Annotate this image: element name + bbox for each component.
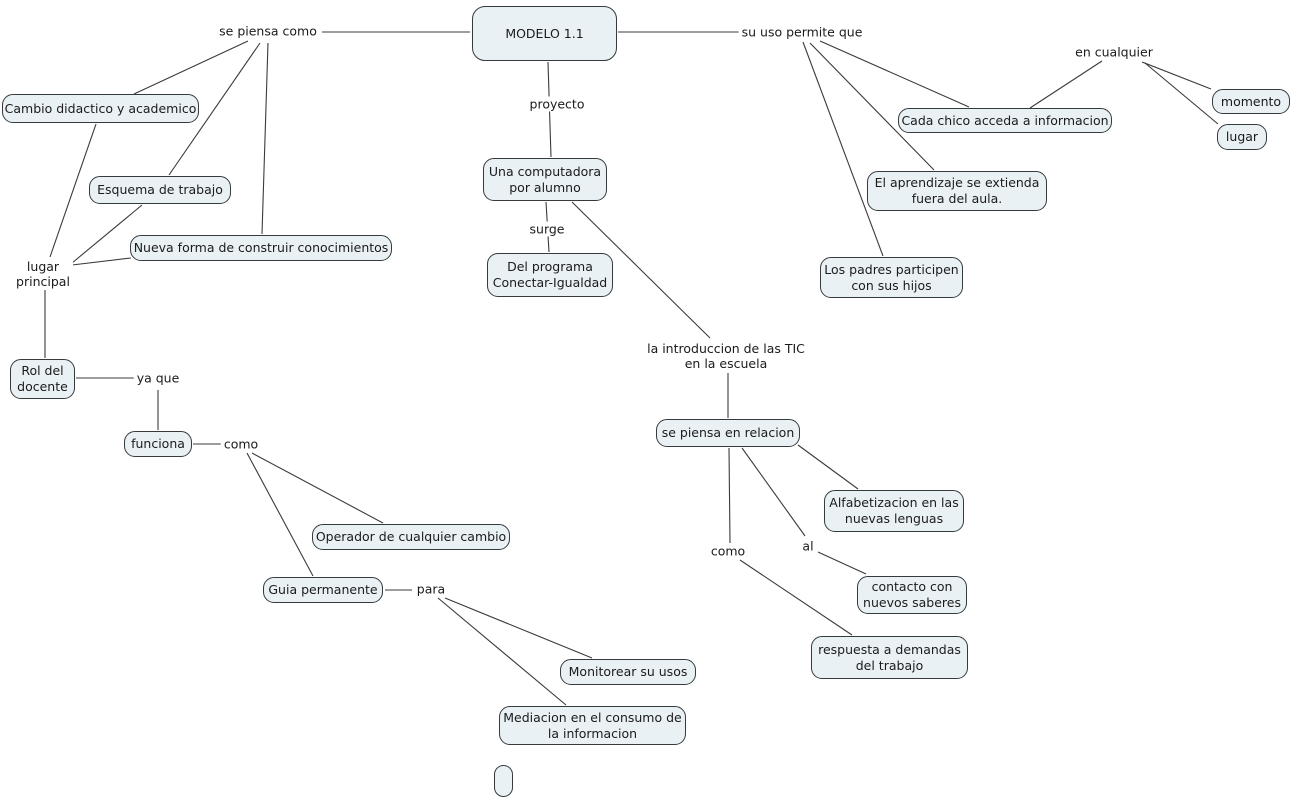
node-padres-participen[interactable]: Los padres participen con sus hijos <box>820 257 963 298</box>
connector-line <box>739 559 853 636</box>
link-label-se-piensa-como[interactable]: se piensa como <box>216 23 320 39</box>
node-empty[interactable] <box>494 765 513 797</box>
connector-line <box>741 447 806 537</box>
node-lugar[interactable]: lugar <box>1217 124 1267 150</box>
node-contacto-saberes[interactable]: contacto con nuevos saberes <box>857 576 967 614</box>
link-label-como-right[interactable]: como <box>707 543 749 559</box>
connector-line <box>1144 62 1219 125</box>
node-cambio-didactico[interactable]: Cambio didactico y academico <box>2 94 199 123</box>
connector-line <box>49 123 97 258</box>
connector-line <box>71 257 132 266</box>
connector-line <box>728 447 731 544</box>
connector-line <box>71 204 143 264</box>
connector-line <box>251 452 384 524</box>
node-guia-permanente[interactable]: Guia permanente <box>263 577 383 603</box>
node-funciona[interactable]: funciona <box>124 431 192 457</box>
node-monitorear-usos[interactable]: Monitorear su usos <box>560 659 696 685</box>
link-label-introduccion-tic[interactable]: la introduccion de las TIC en la escuela <box>644 341 808 371</box>
link-label-en-cualquier[interactable]: en cualquier <box>1072 44 1156 60</box>
node-esquema-de-trabajo[interactable]: Esquema de trabajo <box>89 176 231 204</box>
connector-line <box>168 42 261 176</box>
node-cada-chico[interactable]: Cada chico acceda a informacion <box>898 108 1112 133</box>
connector-line <box>1141 61 1212 90</box>
connector-line <box>246 452 314 577</box>
node-se-piensa-en-relacion[interactable]: se piensa en relacion <box>656 419 800 447</box>
node-momento[interactable]: momento <box>1212 89 1290 114</box>
node-nueva-forma[interactable]: Nueva forma de construir conocimientos <box>130 235 392 261</box>
link-label-al[interactable]: al <box>799 538 817 554</box>
link-label-como-left[interactable]: como <box>220 436 262 452</box>
connector-line <box>133 40 249 95</box>
node-programa-conectar-igualdad[interactable]: Del programa Conectar-Igualdad <box>487 253 613 297</box>
node-una-computadora[interactable]: Una computadora por alumno <box>483 158 607 201</box>
connector-line <box>437 597 567 706</box>
link-label-para[interactable]: para <box>413 581 449 597</box>
node-respuesta-demandas[interactable]: respuesta a demandas del trabajo <box>811 636 968 679</box>
link-label-lugar-principal[interactable]: lugar principal <box>13 259 73 289</box>
connector-line <box>817 551 867 575</box>
connector-line <box>571 201 711 339</box>
connector-line <box>797 444 859 490</box>
link-label-ya-que[interactable]: ya que <box>133 370 183 386</box>
node-rol-del-docente[interactable]: Rol del docente <box>10 359 75 399</box>
link-label-su-uso-permite-que[interactable]: su uso permite que <box>738 24 866 40</box>
node-aprendizaje-extienda[interactable]: El aprendizaje se extienda fuera del aul… <box>867 171 1047 211</box>
link-label-surge[interactable]: surge <box>526 221 568 237</box>
node-alfabetizacion[interactable]: Alfabetizacion en las nuevas lenguas <box>824 490 964 532</box>
connector-line <box>1029 60 1103 109</box>
connector-line <box>802 41 884 257</box>
connector-line <box>261 42 269 235</box>
node-mediacion-consumo[interactable]: Mediacion en el consumo de la informacio… <box>499 706 686 745</box>
link-label-proyecto[interactable]: proyecto <box>526 96 588 112</box>
connector-line <box>444 597 593 659</box>
node-modelo-1-1[interactable]: MODELO 1.1 <box>472 6 617 61</box>
connector-line <box>809 42 935 171</box>
connector-line <box>819 40 970 108</box>
node-operador-cambio[interactable]: Operador de cualquier cambio <box>312 524 510 550</box>
